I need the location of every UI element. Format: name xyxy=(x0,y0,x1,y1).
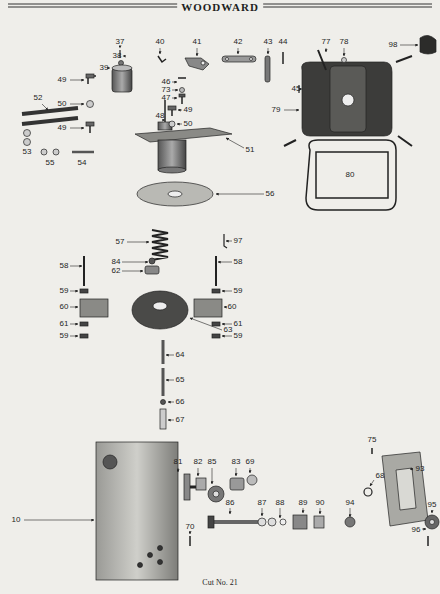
callout-number: 60 xyxy=(59,303,70,311)
callout-number: 10 xyxy=(11,516,22,524)
callout-number: 46 xyxy=(161,78,172,86)
callout-number: 59 xyxy=(59,287,70,295)
callout-number: 65 xyxy=(175,376,186,384)
callout-number: 49 xyxy=(183,106,194,114)
callout-number: 90 xyxy=(315,499,326,507)
callout-number: 50 xyxy=(183,120,194,128)
parts xyxy=(22,35,439,580)
callout-number: 75 xyxy=(367,436,378,444)
callout-number: 93 xyxy=(415,465,426,473)
figure-caption: Cut No. 21 xyxy=(202,579,237,587)
callout-number: 43 xyxy=(263,38,274,46)
callout-number: 87 xyxy=(257,499,268,507)
callout-number: 86 xyxy=(225,499,236,507)
callout-number: 83 xyxy=(231,458,242,466)
callout-number: 40 xyxy=(155,38,166,46)
page-header: WOODWARD xyxy=(177,2,263,13)
callout-number: 56 xyxy=(265,190,276,198)
callout-number: 51 xyxy=(245,146,256,154)
callout-number: 50 xyxy=(57,100,68,108)
callout-number: 55 xyxy=(45,159,56,167)
callout-number: 73 xyxy=(161,86,172,94)
callout-number: 82 xyxy=(193,458,204,466)
callout-number: 49 xyxy=(57,76,68,84)
callout-number: 38 xyxy=(112,52,123,60)
callout-number: 57 xyxy=(115,238,126,246)
callout-number: 59 xyxy=(59,332,70,340)
callout-number: 60 xyxy=(227,303,238,311)
callout-number: 80 xyxy=(345,171,356,179)
callout-number: 54 xyxy=(77,159,88,167)
callout-number: 49 xyxy=(57,124,68,132)
callout-number: 84 xyxy=(111,258,122,266)
callout-number: 97 xyxy=(233,237,244,245)
callout-number: 45 xyxy=(291,85,302,93)
callout-number: 61 xyxy=(233,320,244,328)
callout-number: 44 xyxy=(278,38,289,46)
callout-number: 77 xyxy=(321,38,332,46)
callout-number: 70 xyxy=(185,523,196,531)
callout-number: 42 xyxy=(233,38,244,46)
callout-number: 69 xyxy=(245,458,256,466)
callout-number: 58 xyxy=(59,262,70,270)
callout-number: 59 xyxy=(233,287,244,295)
callout-number: 37 xyxy=(115,38,126,46)
callout-number: 67 xyxy=(175,416,186,424)
callout-number: 41 xyxy=(192,38,203,46)
callout-number: 59 xyxy=(233,332,244,340)
callout-number: 48 xyxy=(155,112,166,120)
leader-lines xyxy=(24,45,432,534)
callout-number: 68 xyxy=(375,472,386,480)
callout-number: 61 xyxy=(59,320,70,328)
callout-number: 79 xyxy=(271,106,282,114)
callout-number: 89 xyxy=(298,499,309,507)
callout-number: 58 xyxy=(233,258,244,266)
callout-number: 66 xyxy=(175,398,186,406)
callout-number: 81 xyxy=(173,458,184,466)
callout-number: 53 xyxy=(22,148,33,156)
callout-number: 63 xyxy=(223,326,234,334)
callout-number: 95 xyxy=(427,501,438,509)
callout-number: 85 xyxy=(207,458,218,466)
callout-number: 52 xyxy=(33,94,44,102)
callout-number: 39 xyxy=(99,64,110,72)
callout-number: 94 xyxy=(345,499,356,507)
callout-number: 88 xyxy=(275,499,286,507)
callout-number: 96 xyxy=(411,526,422,534)
callout-number: 98 xyxy=(388,41,399,49)
callout-number: 78 xyxy=(339,38,350,46)
callout-number: 64 xyxy=(175,351,186,359)
callout-number: 62 xyxy=(111,267,122,275)
callout-number: 47 xyxy=(161,94,172,102)
